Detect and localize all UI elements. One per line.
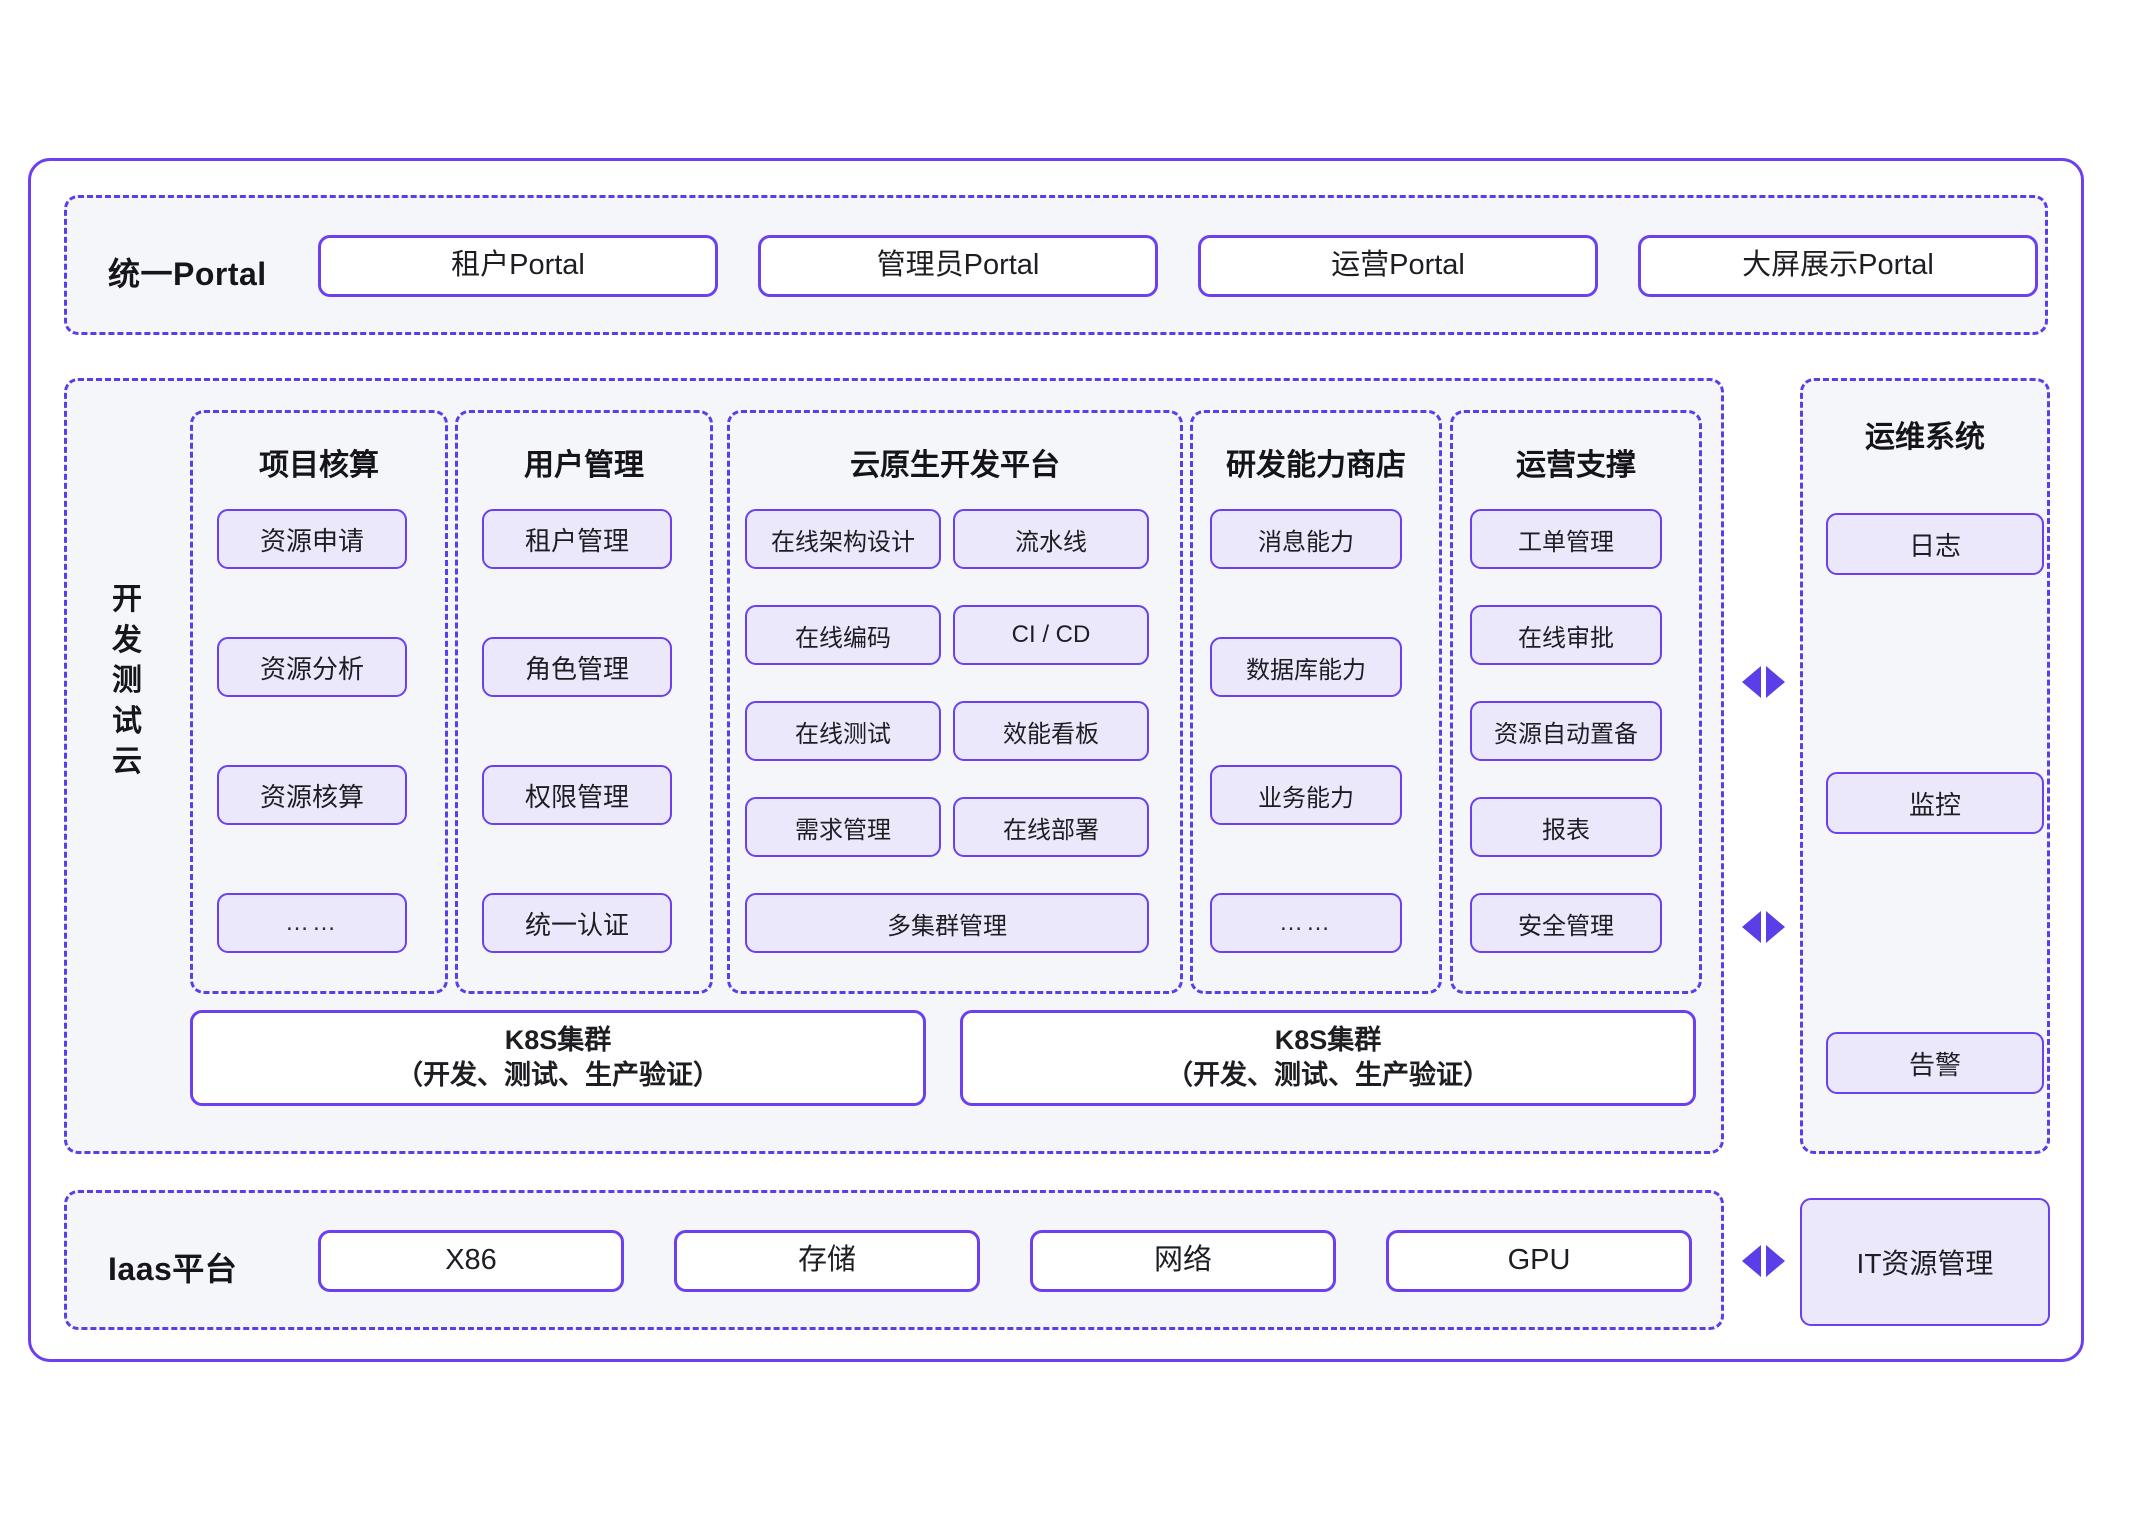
column-title-cloud-native-platform: 云原生开发平台 (850, 449, 1060, 482)
column-title-operation-support: 运营支撑 (1516, 449, 1636, 482)
chip-role-management[interactable]: 角色管理 (482, 637, 672, 697)
iaas-row-label: Iaas平台 (108, 1251, 238, 1287)
k8s-cluster-1-line2: （开发、测试、生产验证） (396, 1060, 720, 1090)
chip-ticket-management[interactable]: 工单管理 (1470, 509, 1662, 569)
chip-ci-cd[interactable]: CI / CD (953, 605, 1149, 665)
chip-online-testing[interactable]: 在线测试 (745, 701, 941, 761)
chip-tenant-management[interactable]: 租户管理 (482, 509, 672, 569)
chip-more-project-accounting[interactable]: …… (217, 893, 407, 953)
k8s-cluster-2-line1: K8S集群 (1274, 1024, 1382, 1055)
iaas-item-network[interactable]: 网络 (1030, 1230, 1336, 1292)
iaas-item-storage[interactable]: 存储 (674, 1230, 980, 1292)
chip-it-resource-management[interactable]: IT资源管理 (1800, 1198, 2050, 1326)
portal-item-bigscreen[interactable]: 大屏展示Portal (1638, 235, 2038, 297)
bidirectional-arrow-ops-upper (1740, 665, 1786, 699)
chip-business-capability[interactable]: 业务能力 (1210, 765, 1402, 825)
column-title-project-accounting: 项目核算 (259, 449, 379, 482)
chip-online-approval[interactable]: 在线审批 (1470, 605, 1662, 665)
chip-resource-accounting[interactable]: 资源核算 (217, 765, 407, 825)
chip-security-management[interactable]: 安全管理 (1470, 893, 1662, 953)
bidirectional-arrow-ops-lower (1740, 910, 1786, 944)
iaas-item-gpu[interactable]: GPU (1386, 1230, 1692, 1292)
ops-system-title: 运维系统 (1865, 421, 1985, 454)
chip-online-deployment[interactable]: 在线部署 (953, 797, 1149, 857)
portal-item-tenant[interactable]: 租户Portal (318, 235, 718, 297)
chip-alarm[interactable]: 告警 (1826, 1032, 2044, 1094)
arrow-left-icon (1741, 666, 1761, 698)
chip-multi-cluster-management[interactable]: 多集群管理 (745, 893, 1149, 953)
chip-online-coding[interactable]: 在线编码 (745, 605, 941, 665)
chip-log[interactable]: 日志 (1826, 513, 2044, 575)
chip-resource-apply[interactable]: 资源申请 (217, 509, 407, 569)
chip-database-capability[interactable]: 数据库能力 (1210, 637, 1402, 697)
k8s-cluster-box-1[interactable]: K8S集群 （开发、测试、生产验证） (190, 1010, 926, 1106)
arrow-left-icon (1741, 911, 1761, 943)
portal-item-operation[interactable]: 运营Portal (1198, 235, 1598, 297)
k8s-cluster-1-line1: K8S集群 (504, 1024, 612, 1055)
portal-row-label: 统一Portal (108, 256, 267, 292)
arrow-right-icon (1765, 666, 1785, 698)
devtest-cloud-label: 开发测试云 (112, 583, 142, 778)
arrow-right-icon (1765, 911, 1785, 943)
chip-efficiency-board[interactable]: 效能看板 (953, 701, 1149, 761)
k8s-cluster-2-line2: （开发、测试、生产验证） (1166, 1060, 1490, 1090)
chip-more-rd-capability-store[interactable]: …… (1210, 893, 1402, 953)
k8s-cluster-box-2[interactable]: K8S集群 （开发、测试、生产验证） (960, 1010, 1696, 1106)
arrow-right-icon (1765, 1245, 1785, 1277)
chip-pipeline[interactable]: 流水线 (953, 509, 1149, 569)
portal-item-admin[interactable]: 管理员Portal (758, 235, 1158, 297)
chip-unified-auth[interactable]: 统一认证 (482, 893, 672, 953)
chip-auto-resource-provision[interactable]: 资源自动置备 (1470, 701, 1662, 761)
chip-requirement-management[interactable]: 需求管理 (745, 797, 941, 857)
column-title-rd-capability-store: 研发能力商店 (1226, 449, 1406, 482)
arrow-left-icon (1741, 1245, 1761, 1277)
chip-monitoring[interactable]: 监控 (1826, 772, 2044, 834)
chip-report[interactable]: 报表 (1470, 797, 1662, 857)
chip-permission-management[interactable]: 权限管理 (482, 765, 672, 825)
chip-online-architecture-design[interactable]: 在线架构设计 (745, 509, 941, 569)
ops-system-panel (1800, 378, 2050, 1154)
iaas-item-x86[interactable]: X86 (318, 1230, 624, 1292)
chip-message-capability[interactable]: 消息能力 (1210, 509, 1402, 569)
bidirectional-arrow-iaas (1740, 1244, 1786, 1278)
column-title-user-management: 用户管理 (524, 449, 644, 482)
chip-resource-analysis[interactable]: 资源分析 (217, 637, 407, 697)
